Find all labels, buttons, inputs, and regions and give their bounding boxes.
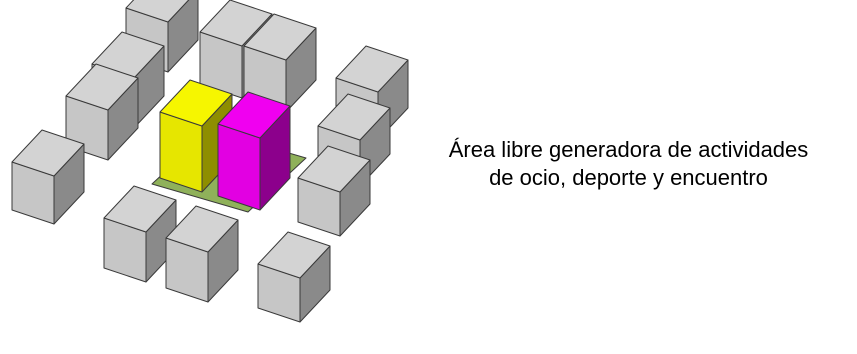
block-top-face [11,129,85,177]
caption-line-1: Área libre generadora de actividades [448,137,809,162]
building-left-3 [11,129,85,225]
caption: Área libre generadora de actividades de … [400,136,857,192]
block-top-face [257,231,331,279]
block-top-face [217,91,291,139]
block-top-face [335,45,409,93]
building-right-3 [297,145,371,237]
block-top-face [125,0,190,23]
building-front-2 [165,205,239,303]
block-top-face [65,63,139,111]
block-top-face [199,0,273,47]
block-top-face [317,93,391,141]
building-front-1 [103,185,177,283]
block-top-face [165,205,239,253]
building-magenta [217,91,291,211]
building-back-center-2 [243,13,317,113]
block-top-face [159,79,233,127]
block-top-face [297,145,371,193]
block-top-face [243,13,317,61]
building-right-4 [257,231,331,323]
block-top-face [103,185,177,233]
caption-line-2: de ocio, deporte y encuentro [489,165,768,190]
block-front-face [217,123,261,211]
